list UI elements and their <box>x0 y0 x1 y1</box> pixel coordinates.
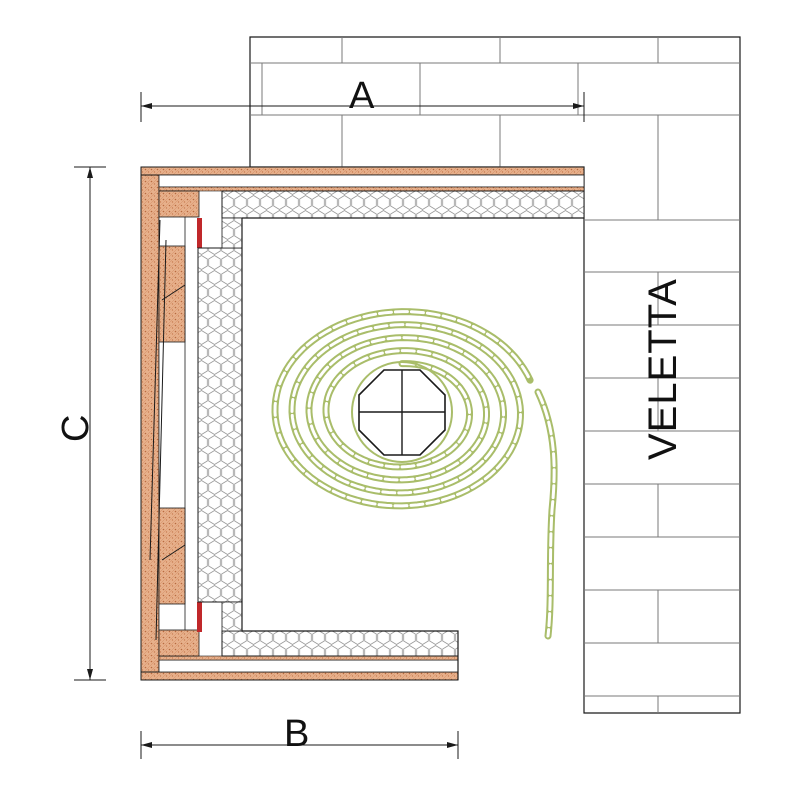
seal-bottom <box>197 602 202 632</box>
dimension-label-a: A <box>349 75 375 117</box>
hanging-slats-inner <box>536 390 556 638</box>
top-board <box>158 174 585 188</box>
seal-top <box>197 218 202 248</box>
dimension-a <box>140 92 585 122</box>
dimension-c <box>74 166 106 681</box>
wood-block-top <box>158 190 200 218</box>
wood-panel-top <box>140 166 585 176</box>
wood-panel-bottom <box>140 671 459 681</box>
bottom-strip <box>158 655 459 661</box>
insulation-top <box>221 190 585 219</box>
frame-slats <box>149 219 186 641</box>
insulation-bottom <box>221 630 459 657</box>
insulation-corner-bottom <box>221 601 243 632</box>
top-strip <box>158 186 585 192</box>
bottom-board <box>158 659 459 673</box>
brick-courses <box>250 37 740 713</box>
octagon-axle-icon <box>351 361 453 463</box>
wood-block-lower <box>158 507 186 605</box>
insulation-left <box>197 247 243 603</box>
dimension-label-b: B <box>284 713 309 755</box>
shutter-coil <box>271 308 558 640</box>
wood-block-bottom <box>158 629 200 657</box>
shutter-box <box>140 166 585 681</box>
insulation-corner-top <box>221 217 243 249</box>
coil-slats-inner <box>273 310 532 508</box>
box-cavity <box>241 217 584 680</box>
wall-label: VELETTA <box>641 278 685 460</box>
dimension-label-c: C <box>55 415 97 442</box>
brick-wall: VELETTA <box>249 36 741 714</box>
dimension-b <box>140 731 459 759</box>
wood-panel-left <box>140 166 160 681</box>
